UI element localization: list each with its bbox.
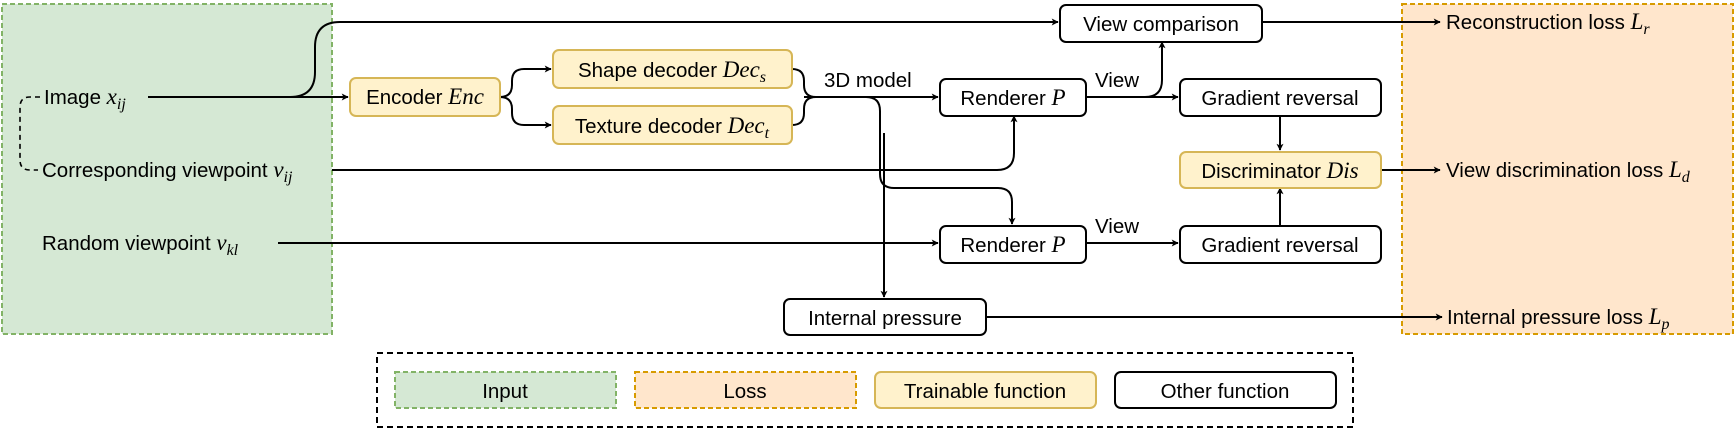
discriminator-node: Discriminator Dis [1179,151,1382,189]
edge-image-to-view-comparison [148,18,1059,98]
svg-text:Gradient reversal: Gradient reversal [1201,234,1358,257]
image-input-label: Image xij [44,84,126,113]
view-edge-label-top: View [1095,69,1139,92]
svg-text:Renderer P: Renderer P [960,85,1065,110]
renderer-top-node: Renderer P [939,78,1087,117]
view-edge-label-bottom: View [1095,215,1139,238]
renderer-bottom-node: Renderer P [939,225,1087,264]
edge-encoder-to-shape-decoder [499,65,552,98]
edge-texture-decoder-to-junction [791,96,817,126]
svg-text:Shape decoder Decs: Shape decoder Decs [578,57,766,86]
svg-text:Trainable function: Trainable function [904,380,1066,403]
svg-text:View comparison: View comparison [1083,13,1239,36]
nodes: Encoder Enc Shape decoder Decs Texture d… [349,4,1382,336]
internal-pressure-loss-label: Internal pressure loss Lp [1447,304,1669,333]
legend-input: Input [394,371,617,409]
view-discrimination-loss-label: View discrimination loss Ld [1446,157,1691,186]
svg-text:Texture decoder Dect: Texture decoder Dect [575,113,770,142]
edge-shape-decoder-to-junction [791,68,817,98]
corresponding-viewpoint-label: Corresponding viewpoint vij [42,157,293,186]
input-region [1,3,333,335]
legend-frame [376,352,1354,428]
svg-text:Other function: Other function [1161,380,1290,403]
legend: Input Loss Trainable function Other func… [376,352,1354,428]
encoder-node: Encoder Enc [349,77,501,117]
svg-text:Discriminator Dis: Discriminator Dis [1201,158,1358,183]
svg-text:Gradient reversal: Gradient reversal [1201,87,1358,110]
legend-trainable: Trainable function [874,371,1097,409]
shape-decoder-node: Shape decoder Decs [552,49,793,89]
svg-text:Internal pressure: Internal pressure [808,307,962,330]
edge-viewpoint-to-renderer-top [332,115,1018,171]
input-labels: Image xij Corresponding viewpoint vij Ra… [42,84,293,259]
texture-decoder-node: Texture decoder Dect [552,105,793,145]
svg-text:Encoder Enc: Encoder Enc [366,84,484,109]
gradient-reversal-top-node: Gradient reversal [1179,78,1382,117]
edge-labels: 3D model View View [824,69,1139,238]
edge-encoder-to-texture-decoder [499,96,552,129]
model-edge-label: 3D model [824,69,912,92]
edges [19,18,1443,321]
svg-text:Loss: Loss [723,380,766,403]
internal-pressure-node: Internal pressure [783,298,987,336]
gradient-reversal-bottom-node: Gradient reversal [1179,225,1382,264]
legend-loss: Loss [634,371,857,409]
svg-text:Input: Input [482,380,528,403]
input-pairing-bracket [19,96,40,171]
random-viewpoint-label: Random viewpoint vkl [42,230,239,259]
legend-other: Other function [1114,371,1337,409]
svg-text:Renderer P: Renderer P [960,232,1065,257]
loss-region [1401,3,1734,335]
reconstruction-loss-label: Reconstruction loss Lr [1446,9,1650,38]
loss-labels: Reconstruction loss Lr View discriminati… [1446,9,1691,333]
edge-renderer-top-to-view-comparison [1086,41,1166,98]
view-comparison-node: View comparison [1059,4,1263,43]
